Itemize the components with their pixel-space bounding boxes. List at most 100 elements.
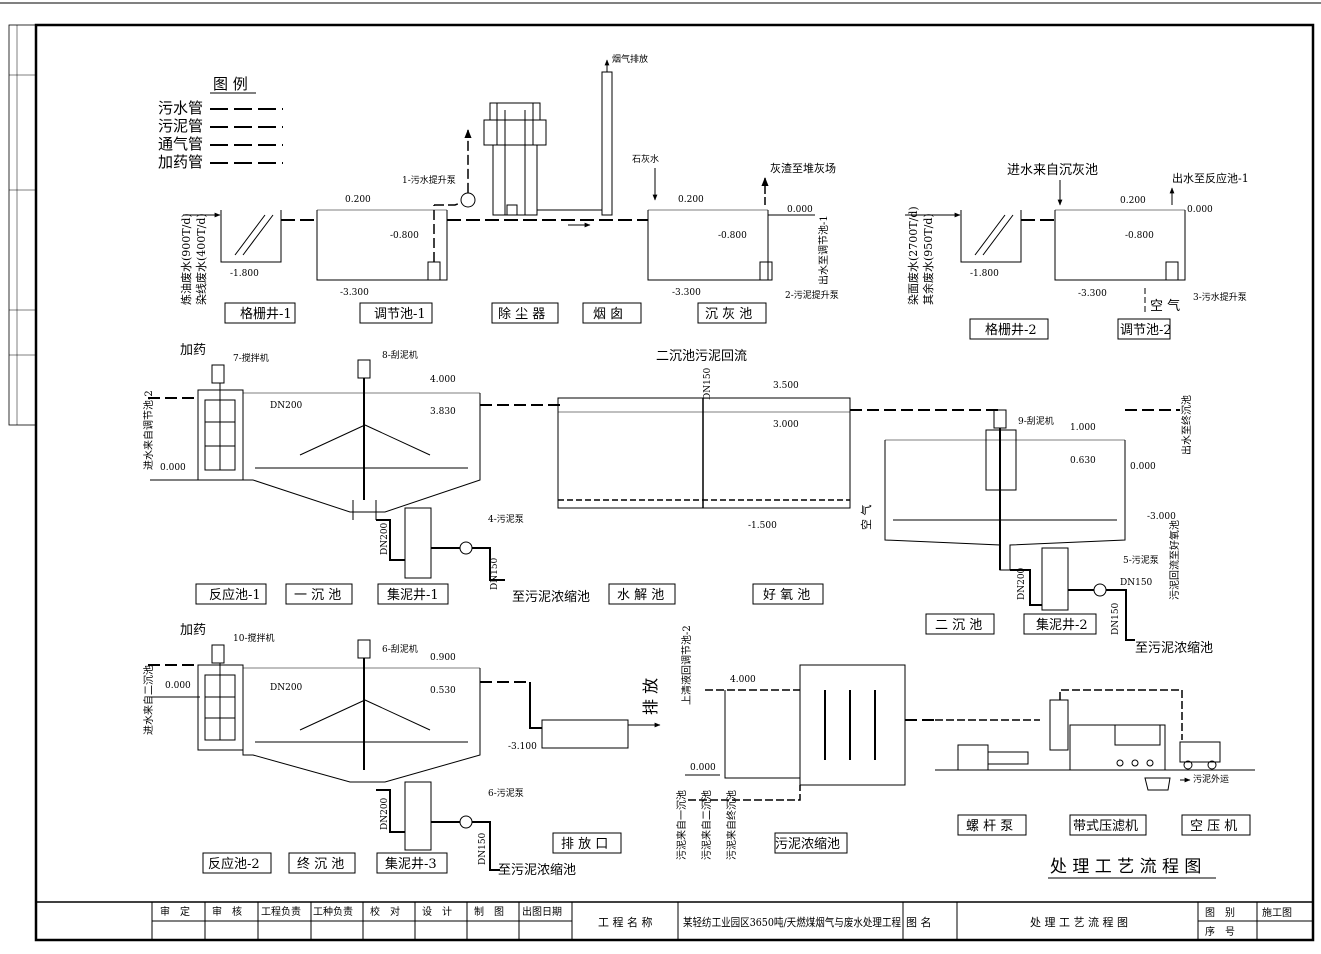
chimney: 烟气排放 [537,53,648,216]
label-discharge-outlet: 排 放 口 [561,837,608,852]
svg-text:制 图: 制 图 [474,905,504,918]
legend-sludge-label: 污泥管 [158,117,203,135]
svg-text:污泥外运: 污泥外运 [1193,773,1229,785]
svg-text:空 气: 空 气 [859,505,873,531]
dewatering-equipment: 污泥外运 [935,689,1255,791]
label-sludge-well-2: 集泥井-2 [1036,617,1088,633]
svg-text:其余废水(950T/d): 其余废水(950T/d) [921,213,935,305]
svg-text:DN150: DN150 [1120,578,1153,588]
label-primary-clarifier: 一 沉 池 [294,588,341,603]
label-dust-collector: 除 尘 器 [498,307,545,322]
svg-text:-3.000: -3.000 [1147,512,1176,522]
svg-text:0.000: 0.000 [1130,462,1156,472]
svg-text:0.200: 0.200 [1120,196,1146,206]
equalization-tank-2: 进水来自沉灰池 0.200 -0.800 -3.300 0.000 出水至反应池… [1007,163,1249,314]
svg-text:工程负责: 工程负责 [261,905,301,918]
row1-labels: 格栅井-1 调节池-1 除 尘 器 烟 囱 沉 灰 池 格栅井-2 调节池-2 [224,302,1172,340]
svg-text:5-污泥泵: 5-污泥泵 [1123,554,1159,566]
svg-text:3.500: 3.500 [773,381,799,391]
label-chimney: 烟 囱 [593,307,623,322]
svg-text:工种负责: 工种负责 [313,905,353,918]
final-clarifier: DN200 6-刮泥机 0.900 0.530 -3.100 [242,639,542,783]
sludge-well-3: DN200 6-污泥泵 DN150 至污泥浓缩池 [376,781,576,878]
svg-text:0.000: 0.000 [690,763,716,773]
svg-text:石灰水: 石灰水 [632,153,659,165]
label-secondary-clarifier: 二 沉 池 [935,618,982,633]
svg-text:施工图: 施工图 [1262,906,1292,919]
legend-air-label: 通气管 [158,135,203,153]
svg-text:设 计: 设 计 [422,905,452,918]
svg-text:0.000: 0.000 [165,681,191,691]
svg-text:出图日期: 出图日期 [522,905,562,918]
label-reaction-2: 反应池-2 [208,856,260,872]
svg-text:污泥来自一沉池: 污泥来自一沉池 [675,790,688,860]
svg-text:工 程 名 称: 工 程 名 称 [598,915,653,929]
label-screw-pump: 螺 杆 泵 [966,819,1013,834]
svg-text:至污泥浓缩池: 至污泥浓缩池 [1135,640,1213,656]
svg-text:0.200: 0.200 [678,195,704,205]
svg-text:污泥来自二沉池: 污泥来自二沉池 [700,790,713,860]
reaction-tank-2: 10-搅拌机 [197,632,275,751]
hydrolysis-aerobic-tanks: 二沉池污泥回流 DN150 3.500 3.000 -1.500 [557,349,851,531]
svg-text:-0.800: -0.800 [390,231,419,241]
row2-inflow: 加药 进水来自调节池-2 0.000 [142,343,206,481]
svg-text:染面废水(2700T/d): 染面废水(2700T/d) [906,206,920,305]
row2-labels: 反应池-1 一 沉 池 集泥井-1 水 解 池 好 氧 池 二 沉 池 集泥井-… [195,583,1097,635]
svg-text:-1.800: -1.800 [970,269,999,279]
svg-text:6-刮泥机: 6-刮泥机 [382,643,418,655]
svg-text:DN150: DN150 [703,367,713,400]
svg-text:7-搅拌机: 7-搅拌机 [233,352,269,364]
label-ash-tank: 沉 灰 池 [705,307,752,322]
svg-text:至污泥浓缩池: 至污泥浓缩池 [498,862,576,878]
legend-title: 图 例 [213,75,248,93]
svg-text:出水至调节池-1: 出水至调节池-1 [817,215,830,285]
svg-text:4.000: 4.000 [730,675,756,685]
svg-text:8-刮泥机: 8-刮泥机 [382,349,418,361]
title-block: 审 定 审 核 工程负责 工种负责 校 对 设 计 制 图 出图日期 工 程 名… [35,901,1314,941]
label-aerobic: 好 氧 池 [763,588,810,603]
svg-text:审 核: 审 核 [212,905,242,918]
svg-text:DN200: DN200 [270,401,303,411]
svg-text:二沉池污泥回流: 二沉池污泥回流 [656,349,747,364]
row1-inflow: 炼油废水(900T/d) 染线废水(400T/d) [179,212,221,305]
svg-text:-3.300: -3.300 [340,288,369,298]
label-final-clarifier: 终 沉 池 [297,856,344,872]
legend: 图 例 污水管 污泥管 通气管 加药管 [158,75,283,171]
svg-text:3.000: 3.000 [773,420,799,430]
secondary-clarifier: 9-刮泥机 1.000 0.630 0.000 -3.000 出水至终沉池 空 … [859,395,1193,571]
svg-text:DN200: DN200 [380,522,390,555]
label-reaction-1: 反应池-1 [209,587,261,603]
dust-collector [483,102,547,216]
svg-text:DN200: DN200 [1017,567,1027,600]
label-grid-well-2: 格栅井-2 [985,322,1037,338]
svg-text:-0.800: -0.800 [718,231,747,241]
grid-well-2: -1.800 [960,210,1022,279]
label-belt-press: 带式压滤机 [1073,819,1138,834]
svg-text:0.000: 0.000 [1187,205,1213,215]
sludge-well-1: DN200 4-污泥泵 DN150 至污泥浓缩池 [376,507,590,605]
label-grid-well-1: 格栅井-1 [240,306,292,322]
svg-text:出水至终沉池: 出水至终沉池 [1180,395,1193,455]
reaction-tank-1: 7-搅拌机 [197,352,269,481]
svg-text:DN150: DN150 [1111,602,1121,635]
row3-inflow: 加药 进水来自二沉池 0.000 [142,623,206,735]
svg-text:10-搅拌机: 10-搅拌机 [233,632,275,644]
legend-dosing-label: 加药管 [158,153,203,171]
svg-text:至污泥浓缩池: 至污泥浓缩池 [512,589,590,605]
svg-text:1.000: 1.000 [1070,423,1096,433]
svg-text:-0.800: -0.800 [1125,231,1154,241]
ash-settling-tank: 0.200 -0.800 -3.300 石灰水 灰渣至堆灰场 2-污泥提升泵 0… [632,153,839,301]
svg-text:污泥回流至好氧池: 污泥回流至好氧池 [1168,520,1181,600]
label-air-compressor: 空 压 机 [1190,819,1237,834]
svg-text:-1.500: -1.500 [748,521,777,531]
svg-text:DN150: DN150 [478,832,488,865]
svg-text:进水来自沉灰池: 进水来自沉灰池 [1007,163,1098,178]
svg-text:处 理 工 艺 流 程 图: 处 理 工 艺 流 程 图 [1030,915,1128,929]
svg-text:DN200: DN200 [380,797,390,830]
svg-text:排 放: 排 放 [641,678,660,715]
svg-text:图 名: 图 名 [906,915,932,929]
svg-text:DN200: DN200 [270,683,303,693]
svg-text:烟气排放: 烟气排放 [612,53,648,65]
svg-text:4.000: 4.000 [430,375,456,385]
